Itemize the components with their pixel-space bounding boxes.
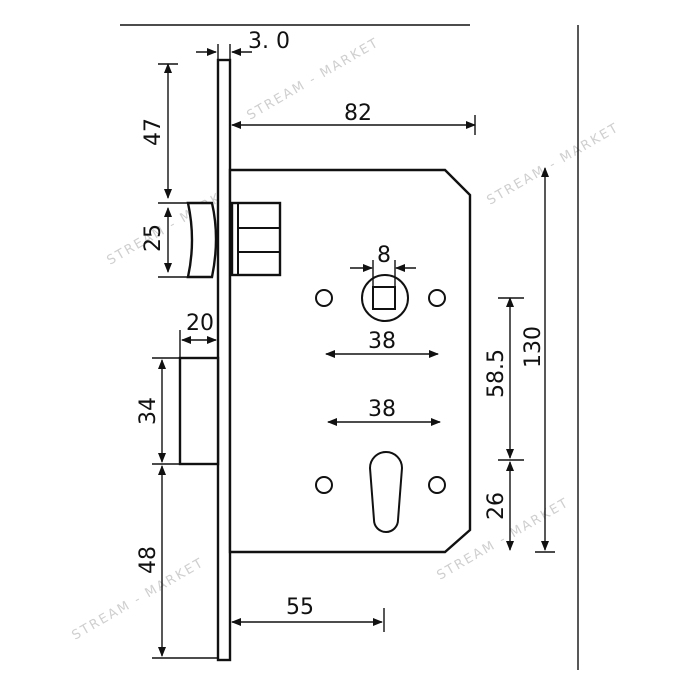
dim-bolt-height: 34 — [136, 357, 180, 465]
lock-case — [228, 168, 472, 554]
dim-latch-height: 25 — [141, 202, 188, 278]
dim-label-82: 82 — [344, 101, 372, 126]
faceplate — [216, 58, 232, 662]
dim-spindle-square: 8 — [350, 243, 416, 287]
dim-label-130: 130 — [521, 326, 546, 368]
dim-bottom-offset: 48 — [136, 465, 218, 659]
spindle-hub — [361, 274, 409, 322]
screw-hole-top-left — [315, 289, 333, 307]
dim-label-26: 26 — [484, 492, 509, 520]
dim-label-47: 47 — [141, 118, 166, 146]
screw-hole-bottom-left — [315, 476, 333, 494]
dim-backset-top: 47 — [141, 63, 178, 199]
dim-cylinder-spacing: 38 — [327, 397, 441, 426]
dim-label-8: 8 — [377, 243, 391, 268]
dim-case-depth: 82 — [231, 101, 476, 135]
dim-center-distance: 58.5 — [484, 297, 524, 461]
cylinder-cutout — [368, 451, 404, 533]
dim-backset: 55 — [231, 595, 385, 632]
dim-label-20: 20 — [186, 311, 214, 336]
dim-label-38-lower: 38 — [368, 397, 396, 422]
dim-label-thickness: 3. 0 — [248, 29, 290, 54]
dim-faceplate-thickness: 3. 0 — [196, 29, 290, 60]
dim-case-height: 130 — [521, 167, 555, 553]
watermark-2: STREAM - MARKET — [485, 120, 623, 208]
dim-label-25: 25 — [141, 224, 166, 252]
screw-hole-top-right — [428, 289, 446, 307]
latch-bolt — [186, 201, 282, 279]
dim-label-58-5: 58.5 — [484, 349, 509, 398]
dim-label-34: 34 — [136, 397, 161, 425]
dim-label-55: 55 — [286, 595, 314, 620]
dim-cylinder-offset: 26 — [484, 461, 514, 551]
dim-spindle-spacing: 38 — [325, 329, 439, 358]
dim-bolt-throw: 20 — [179, 311, 217, 358]
dim-label-38-upper: 38 — [368, 329, 396, 354]
dim-label-48: 48 — [136, 546, 161, 574]
dead-bolt — [178, 356, 220, 466]
screw-hole-bottom-right — [428, 476, 446, 494]
